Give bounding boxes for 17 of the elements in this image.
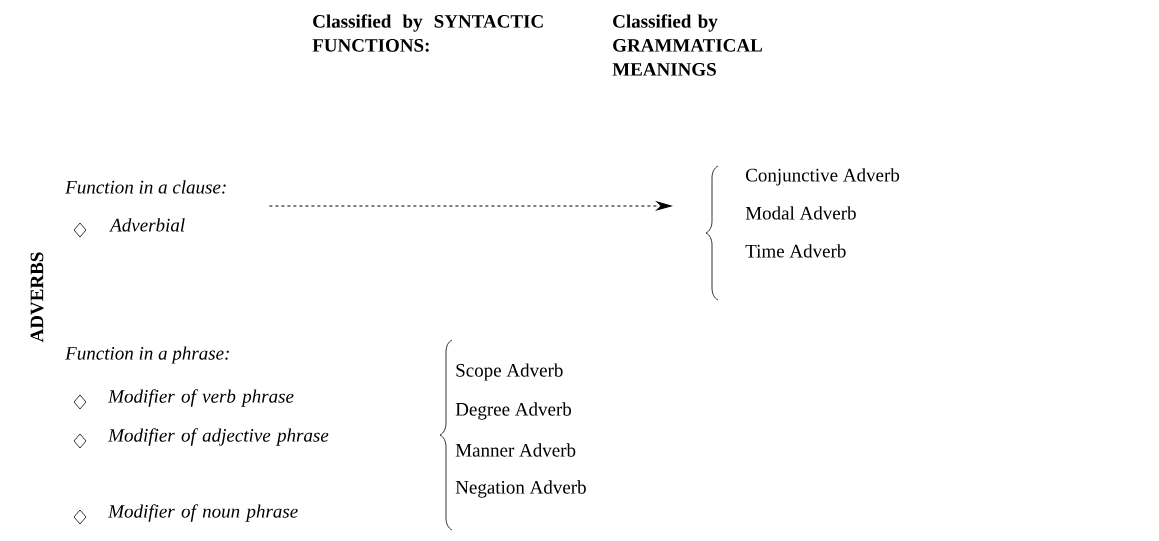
vertical-title: ADVERBS (30, 252, 44, 343)
item-text: Time Adverb (745, 244, 846, 258)
item-text: Modal Adverb (745, 206, 856, 220)
column-heading: Classified by GRAMMATICAL MEANINGS (612, 14, 762, 76)
item-text: Modifier of adjective phrase (108, 428, 329, 446)
item-text: Degree Adverb (455, 402, 572, 420)
item-text: Adverbial (109, 218, 185, 232)
item-text: Modifier of noun phrase (108, 504, 298, 522)
item-text: Conjunctive Adverb (746, 168, 900, 186)
item-text: Manner Adverb (455, 443, 576, 457)
item-text: Negation Adverb (455, 480, 586, 498)
heading-text: Function in a phrase: (65, 346, 229, 364)
item-text: Scope Adverb (456, 363, 563, 381)
arrow (268, 201, 672, 211)
item-text: Modifier of verb phrase (108, 389, 294, 407)
column-heading: Classified by SYNTACTIC FUNCTIONS: (312, 14, 543, 52)
heading-text: Function in a clause: (65, 180, 226, 194)
